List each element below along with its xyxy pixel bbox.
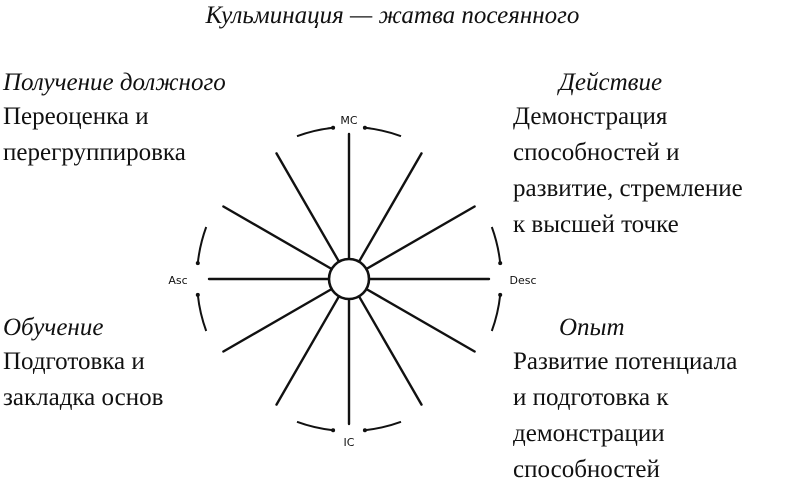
- axis-arc-tip: [362, 125, 367, 130]
- quadrant-line: и подготовка к: [513, 384, 669, 411]
- axis-arc-tip: [362, 428, 367, 433]
- axis-arc-tip: [195, 261, 200, 266]
- axis-label-asc: Asc: [168, 274, 187, 287]
- quadrant-line: демонстрации: [513, 420, 665, 447]
- axis-arc: [364, 126, 402, 138]
- axis-arc: [490, 226, 502, 264]
- quadrant-top-left: Получение должного Переоценка и перегруп…: [3, 68, 226, 171]
- axis-arc: [490, 294, 502, 332]
- quadrant-line: Переоценка и: [3, 103, 149, 130]
- quadrant-heading: Действие: [559, 69, 663, 96]
- axis-arc: [296, 420, 334, 432]
- wheel-spoke: [357, 295, 423, 406]
- quadrant-body: Подготовка и закладка основ: [3, 344, 163, 416]
- axis-arc-tip: [498, 261, 503, 266]
- quadrant-line: Развитие потенциала: [513, 348, 738, 375]
- quadrant-top-right: Действие Демонстрация способностей и раз…: [513, 68, 743, 243]
- wheel-spoke: [275, 295, 341, 406]
- quadrant-line: развитие, стремление: [513, 175, 743, 202]
- axis-arc-tip: [498, 292, 503, 297]
- quadrant-line: способностей и: [513, 139, 680, 166]
- axis-arc-tip: [331, 125, 336, 130]
- quadrant-line: закладка основ: [3, 384, 164, 411]
- axis-label-mc: MC: [340, 114, 357, 127]
- quadrant-bottom-left: Обучение Подготовка и закладка основ: [3, 313, 163, 416]
- axis-label-desc: Desc: [509, 274, 536, 287]
- axis-label-ic: IC: [344, 436, 355, 449]
- axis-arc: [196, 226, 208, 264]
- quadrant-bottom-right: Опыт Развитие потенциала и подготовка к …: [513, 313, 737, 488]
- quadrant-line: Демонстрация: [513, 103, 668, 130]
- wheel-spoke: [365, 287, 476, 353]
- quadrant-body: Переоценка и перегруппировка: [3, 99, 226, 171]
- axis-arc-tip: [195, 292, 200, 297]
- wheel-spoke: [222, 287, 333, 353]
- diagram-title: Кульминация — жатва посеянного: [205, 2, 580, 29]
- wheel-spoke: [275, 152, 341, 263]
- axis-arc-tip: [331, 428, 336, 433]
- axis-arc: [196, 294, 208, 332]
- quadrant-heading: Обучение: [3, 314, 104, 341]
- quadrant-heading: Получение должного: [3, 69, 226, 96]
- quadrant-body: Развитие потенциала и подготовка к демон…: [513, 344, 737, 488]
- wheel-spoke: [357, 152, 423, 263]
- wheel-spokes: [207, 132, 491, 426]
- axis-dots: [195, 125, 503, 433]
- quadrant-line: к высшей точке: [513, 211, 679, 238]
- quadrant-heading: Опыт: [559, 314, 625, 341]
- axis-arc: [296, 126, 334, 138]
- quadrant-line: способностей: [513, 456, 660, 483]
- wheel-spoke: [365, 205, 476, 271]
- wheel-center-circle: [327, 257, 371, 301]
- quadrant-line: перегруппировка: [3, 139, 186, 166]
- quadrant-line: Подготовка и: [3, 348, 145, 375]
- quadrant-body: Демонстрация способностей и развитие, ст…: [513, 99, 743, 243]
- axis-arc: [364, 420, 402, 432]
- wheel-spoke: [222, 205, 333, 271]
